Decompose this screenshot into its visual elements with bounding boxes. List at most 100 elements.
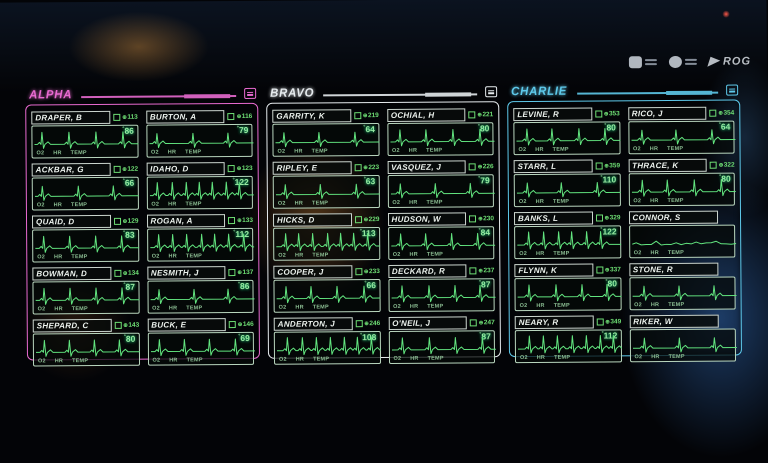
- member-card-header: RICO, J 354: [627, 106, 735, 121]
- member-card-header: OCHIAL, H 221: [386, 108, 494, 122]
- vital-label-hr: HR: [650, 250, 659, 257]
- member-card-header: NEARY, R 349: [514, 315, 622, 330]
- member-card-header: ANDERTON, J 246: [273, 317, 381, 331]
- member-card-header: GARRITY, K 219: [272, 109, 379, 123]
- member-card-header: HUDSON, W 230: [387, 212, 494, 226]
- member-name: HUDSON, W: [387, 212, 467, 226]
- ecg-waveform: [35, 339, 140, 357]
- member-name: FLYNN, K: [514, 263, 593, 278]
- member-name: LEVINE, R: [513, 107, 592, 122]
- member-card-header: STONE, R: [628, 262, 736, 277]
- id-badge-icon: [228, 321, 236, 329]
- ecg-waveform: [390, 182, 495, 199]
- member-card-header: RIPLEY, E 223: [272, 161, 380, 175]
- squad-menu-icon[interactable]: [244, 87, 257, 99]
- vital-label-hr: HR: [650, 302, 660, 309]
- id-badge-icon: [353, 112, 361, 120]
- member-card-header: BUCK, E 146: [147, 318, 254, 332]
- ecg-waveform: [149, 181, 254, 201]
- ecg-waveform: [148, 132, 253, 149]
- member-id-badge: 143: [114, 322, 139, 329]
- vital-label-o2: O2: [634, 302, 642, 309]
- ecg-waveform: [276, 285, 381, 304]
- member-name: STARR, L: [513, 159, 593, 174]
- vital-label-o2: O2: [393, 303, 401, 310]
- member-card-header: NESMITH, J 137: [146, 266, 254, 280]
- squad-menu-icon[interactable]: [726, 84, 739, 96]
- vital-label-o2: O2: [151, 201, 160, 208]
- vital-label-hr: HR: [54, 254, 63, 261]
- ecg-waveform: [632, 337, 737, 353]
- member-id: 123: [237, 165, 253, 172]
- id-badge-icon: [596, 318, 604, 326]
- member-id: 229: [364, 216, 380, 223]
- member-card-header: RIKER, W: [629, 314, 736, 329]
- vital-label-o2: O2: [633, 250, 642, 257]
- member-name: GARRITY, K: [272, 109, 351, 123]
- vital-label-temp: TEMP: [427, 355, 444, 362]
- id-badge-icon: [113, 269, 121, 277]
- member-id-badge: 359: [595, 162, 620, 170]
- squad-menu-icon[interactable]: [485, 86, 498, 98]
- vital-label-temp: TEMP: [312, 304, 329, 311]
- vital-label-temp: TEMP: [552, 146, 569, 153]
- ecg-waveform: [390, 232, 495, 251]
- vital-label-temp: TEMP: [311, 148, 328, 155]
- vital-label-temp: TEMP: [70, 150, 87, 157]
- member-name: NESMITH, J: [146, 266, 226, 280]
- member-name: IDAHO, D: [146, 162, 225, 176]
- member-name: BOWMAN, D: [32, 266, 111, 281]
- member-id-badge: 223: [354, 164, 379, 172]
- vital-label-o2: O2: [36, 150, 45, 157]
- member-card-header: DECKARD, R 237: [387, 264, 495, 278]
- vital-label-o2: O2: [278, 304, 287, 311]
- member-name: DECKARD, R: [387, 264, 467, 278]
- monitor-brand-bar: ROG: [628, 55, 751, 69]
- member-id-badge: 247: [469, 319, 495, 327]
